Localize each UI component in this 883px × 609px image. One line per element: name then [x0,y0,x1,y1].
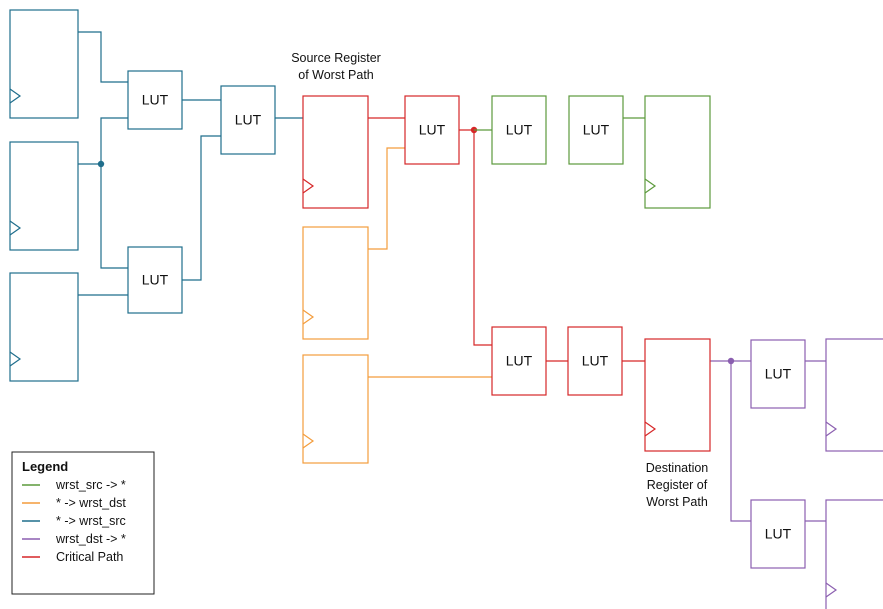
lut-label: LUT [582,353,609,369]
lut-box [404,95,460,165]
register-box [9,272,79,382]
lut-box [567,326,623,396]
register-box [9,9,79,119]
lut-blue-a: LUT [127,70,183,130]
legend-entry-label: Critical Path [56,550,123,564]
wire-orange-reg-lut [368,147,405,250]
clock-triangle-icon [9,220,22,236]
lut-box [750,499,806,569]
register-box [302,226,369,340]
wire-purple-to-lut-b [730,361,751,522]
lut-green-2: LUT [568,95,624,165]
register-box [302,95,369,209]
register-purple-2 [825,499,883,609]
lut-blue-c: LUT [220,85,276,155]
legend: Legend wrst_src -> * * -> wrst_dst * -> wrs… [11,451,155,595]
lut-purple-1: LUT [750,339,806,409]
lut-critical-2: LUT [491,326,547,396]
annotation-line: Source Register [291,51,381,65]
annotation-line: Worst Path [646,495,708,509]
clock-triangle-icon [644,178,657,194]
register-blue-1 [9,9,79,119]
register-box [302,354,369,464]
lut-label: LUT [142,92,169,108]
legend-entry-label: * -> wrst_dst [56,496,126,510]
lut-critical-1: LUT [404,95,460,165]
register-blue-2 [9,141,79,251]
lut-box [568,95,624,165]
annotation-line: Register of [647,478,708,492]
lut-box [491,95,547,165]
clock-triangle-icon [825,421,838,437]
register-green [644,95,711,209]
lut-label: LUT [506,122,533,138]
lut-green-1: LUT [491,95,547,165]
register-destination-worst-path [644,338,711,452]
lut-label: LUT [419,122,446,138]
lut-label: LUT [142,272,169,288]
register-box [9,141,79,251]
lut-purple-2: LUT [750,499,806,569]
lut-blue-b: LUT [127,246,183,314]
wire-lut-b-lut-c [182,135,221,281]
clock-triangle-icon [825,582,838,598]
register-orange-1 [302,226,369,340]
legend-entry-label: wrst_src -> * [55,478,126,492]
annotation-line: Destination [646,461,709,475]
blocks-layer: LUT LUT LUT LUT LUT LUT LUT LUT LUT LUT [9,9,883,609]
clock-triangle-icon [644,421,657,437]
lut-label: LUT [765,526,792,542]
lut-critical-3: LUT [567,326,623,396]
lut-box [127,70,183,130]
register-box [644,95,711,209]
wire-reg1-lut-a [78,31,128,83]
lut-label: LUT [235,112,262,128]
register-orange-2 [302,354,369,464]
register-box [644,338,711,452]
wire-branch-vertical [100,117,128,269]
clock-triangle-icon [302,309,315,325]
lut-box [127,246,183,314]
clock-triangle-icon [302,178,315,194]
lut-label: LUT [583,122,610,138]
lut-box [750,339,806,409]
wire-crit-lut-down [459,129,492,346]
legend-title: Legend [22,459,68,474]
annotation-source-register: Source Register of Worst Path [291,51,381,82]
clock-triangle-icon [9,88,22,104]
legend-box [11,451,155,595]
annotation-line: of Worst Path [298,68,374,82]
lut-label: LUT [506,353,533,369]
wires-layer [78,31,826,522]
register-source-worst-path [302,95,369,209]
register-purple-1 [825,338,883,452]
register-blue-3 [9,272,79,382]
lut-box [220,85,276,155]
lut-box [491,326,547,396]
register-box [825,338,883,452]
lut-label: LUT [765,366,792,382]
legend-entry-label: * -> wrst_src [56,514,126,528]
junction-dot-blue [97,160,105,168]
clock-triangle-icon [9,351,22,367]
clock-triangle-icon [302,433,315,449]
register-box [825,499,883,609]
legend-entry-label: wrst_dst -> * [55,532,126,546]
